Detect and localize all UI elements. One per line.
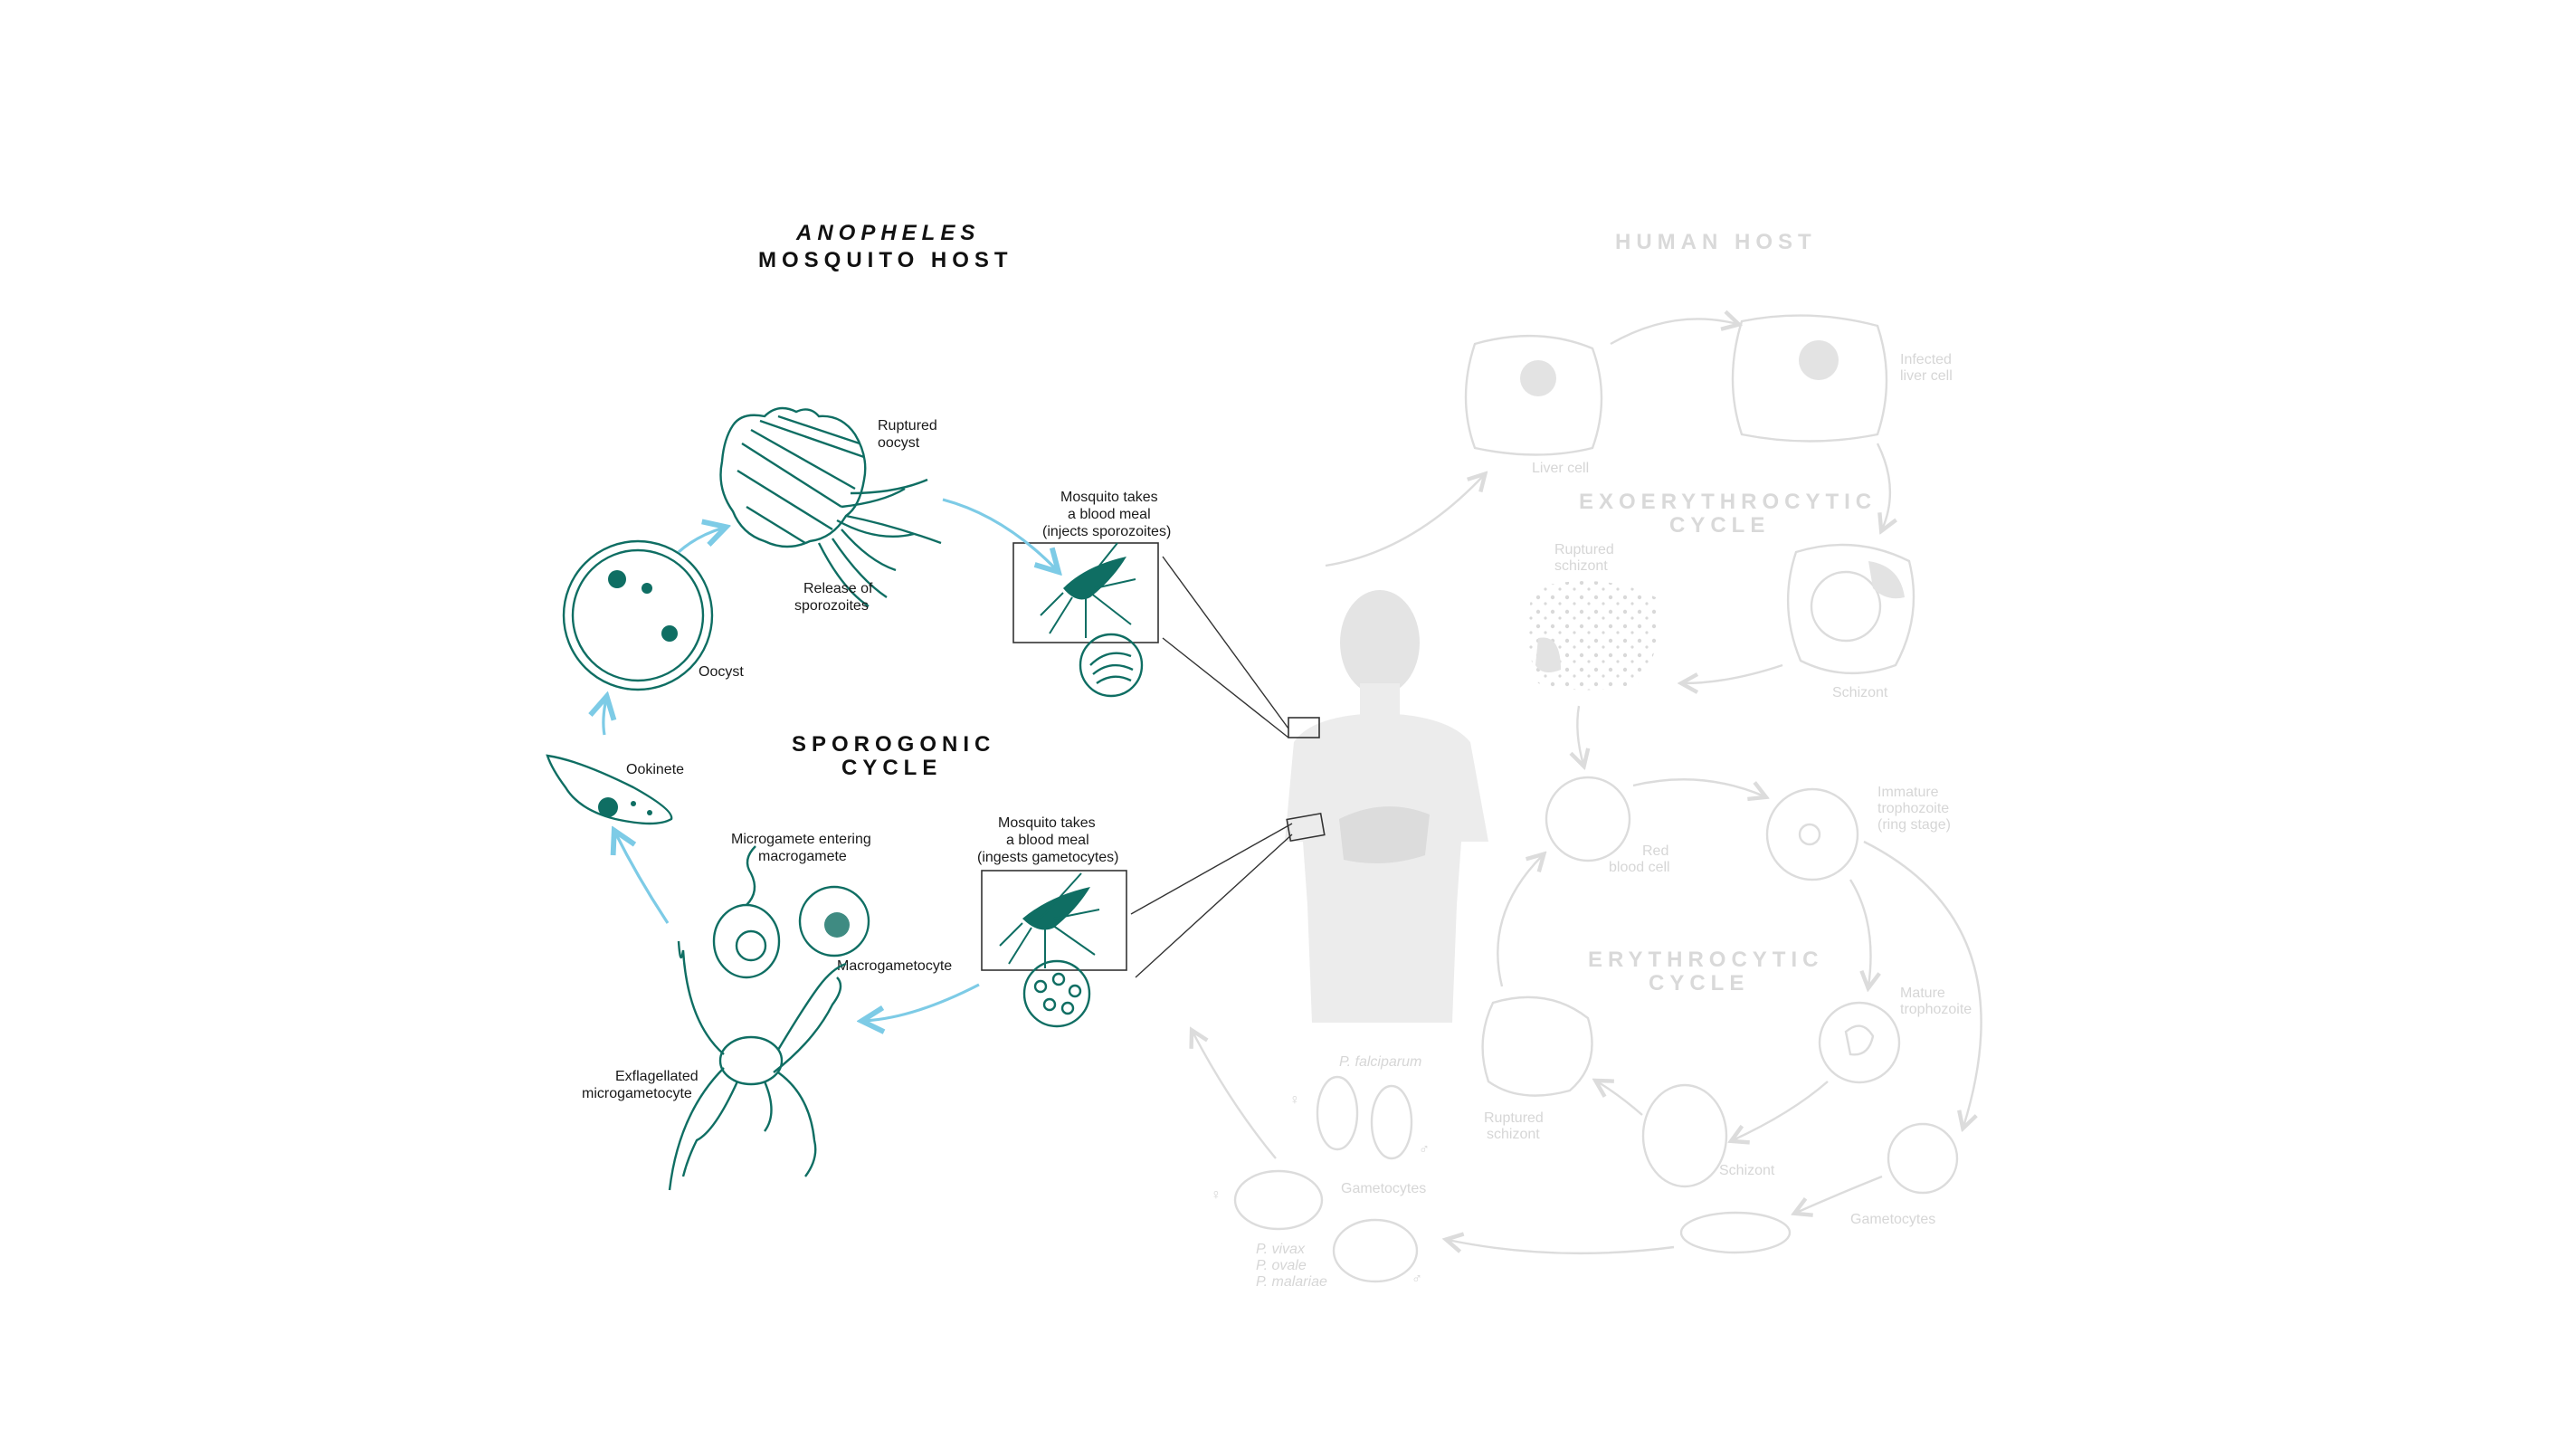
rbc-label-1: Red bbox=[1642, 843, 1668, 859]
liver-cell-label: Liver cell bbox=[1532, 461, 1589, 476]
sporogonic-title-2: CYCLE bbox=[841, 756, 942, 780]
ruptured-schizont-b-label-2: schizont bbox=[1487, 1127, 1540, 1142]
exoerythrocytic-title-2: CYCLE bbox=[1669, 513, 1770, 538]
mature-trophozoite bbox=[1818, 1001, 1901, 1084]
female-symbol-a: ♀ bbox=[1289, 1092, 1300, 1108]
male-symbol-a: ♂ bbox=[1419, 1142, 1430, 1157]
human-silhouette bbox=[1285, 590, 1488, 1023]
oocyst bbox=[562, 539, 714, 691]
immature-trophozoite bbox=[1765, 787, 1859, 881]
macrogametocyte-label: Macrogametocyte bbox=[837, 958, 952, 974]
infected-liver-cell bbox=[1731, 314, 1888, 443]
ruptured-oocyst-label-2: oocyst bbox=[878, 435, 920, 451]
ruptured-oocyst bbox=[719, 406, 942, 607]
schizont-label-b: Schizont bbox=[1719, 1163, 1775, 1178]
p-malariae-label: P. malariae bbox=[1256, 1274, 1327, 1290]
ruptured-schizont-a-label-2: schizont bbox=[1554, 558, 1608, 574]
liver-ruptured-schizont bbox=[1527, 581, 1659, 691]
liver-schizont bbox=[1786, 543, 1915, 675]
gametocyte-cell-right bbox=[1887, 1122, 1959, 1195]
mosquito-host-section: ANOPHELES MOSQUITO HOST SPOROGONIC CYCLE… bbox=[546, 221, 1171, 1191]
meal2-label-2: a blood meal bbox=[1006, 833, 1089, 848]
immature-label-2: trophozoite bbox=[1877, 801, 1949, 816]
meal1-label-1: Mosquito takes bbox=[1060, 490, 1158, 505]
ruptured-schizont-b-label-1: Ruptured bbox=[1484, 1110, 1544, 1126]
mosquito-injecting-icon bbox=[1040, 542, 1136, 638]
human-host-title: HUMAN HOST bbox=[1615, 230, 1817, 254]
release-label-2: sporozoites bbox=[794, 598, 869, 614]
immature-label-3: (ring stage) bbox=[1877, 817, 1951, 833]
exoerythrocytic-title-1: EXOERYTHROCYTIC bbox=[1579, 490, 1877, 514]
blood-schizont bbox=[1641, 1083, 1728, 1188]
male-symbol-b: ♂ bbox=[1412, 1272, 1422, 1287]
microgamete-label-1: Microgamete entering bbox=[731, 832, 871, 847]
p-vivax-label: P. vivax bbox=[1256, 1242, 1306, 1257]
schizont-label-a: Schizont bbox=[1832, 685, 1888, 700]
sporogonic-title-1: SPOROGONIC bbox=[792, 732, 995, 757]
immature-label-1: Immature bbox=[1877, 785, 1939, 800]
p-falciparum-label: P. falciparum bbox=[1339, 1054, 1421, 1070]
meal1-label-3: (injects sporozoites) bbox=[1042, 524, 1171, 539]
ruptured-schizont-a-label-1: Ruptured bbox=[1554, 542, 1614, 557]
microgamete-entering-macrogamete bbox=[712, 845, 870, 979]
red-blood-cell bbox=[1545, 776, 1631, 862]
ookinete bbox=[546, 754, 673, 825]
ookinete-label: Ookinete bbox=[626, 762, 684, 777]
gametocytes-label-a: Gametocytes bbox=[1850, 1212, 1935, 1227]
sporogonic-cycle-arrows bbox=[604, 498, 1057, 1021]
p-ovale-label: P. ovale bbox=[1256, 1258, 1307, 1273]
mature-label-2: trophozoite bbox=[1900, 1002, 1972, 1017]
falciparum-male bbox=[1370, 1084, 1413, 1160]
rbc-label-2: blood cell bbox=[1609, 860, 1670, 875]
falciparum-female bbox=[1316, 1075, 1359, 1151]
erythrocytic-title-2: CYCLE bbox=[1649, 971, 1749, 996]
oocyst-label: Oocyst bbox=[699, 664, 744, 680]
ruptured-oocyst-label-1: Ruptured bbox=[878, 418, 937, 433]
release-label-1: Release of bbox=[803, 581, 873, 596]
vivax-male bbox=[1332, 1218, 1419, 1283]
female-symbol-b: ♀ bbox=[1211, 1187, 1221, 1203]
blood-meal-inset-ingests bbox=[981, 870, 1127, 971]
infected-liver-cell-label-1: Infected bbox=[1900, 352, 1952, 367]
exflagellated-label-2: microgametocyte bbox=[582, 1086, 692, 1101]
microgamete-label-2: macrogamete bbox=[758, 849, 847, 864]
liver-cell bbox=[1464, 334, 1603, 456]
vivax-female bbox=[1233, 1169, 1324, 1231]
mature-label-1: Mature bbox=[1900, 986, 1945, 1001]
anopheles-title: ANOPHELES bbox=[795, 221, 980, 245]
blood-ruptured-schizont bbox=[1481, 996, 1593, 1097]
erythrocytic-title-1: ERYTHROCYTIC bbox=[1588, 948, 1823, 972]
mosquito-host-title: MOSQUITO HOST bbox=[758, 248, 1013, 272]
meal2-label-3: (ingests gametocytes) bbox=[977, 850, 1119, 865]
blood-meal-inset-injects bbox=[1012, 542, 1159, 643]
human-host-section: HUMAN HOST EXOERYTHROCYTIC CYCLE ERYTHRO… bbox=[1130, 230, 1982, 1290]
gametocytes-label-b: Gametocytes bbox=[1341, 1181, 1426, 1196]
gametocyte-detail-circle bbox=[1022, 959, 1091, 1028]
meal1-label-2: a blood meal bbox=[1068, 507, 1151, 522]
sporozoite-detail-circle bbox=[1079, 633, 1144, 698]
gametocyte-banana bbox=[1679, 1211, 1792, 1254]
exflagellated-label-1: Exflagellated bbox=[615, 1069, 699, 1084]
human-cycle-arrows bbox=[1193, 319, 1982, 1255]
meal2-label-1: Mosquito takes bbox=[998, 815, 1096, 831]
skin-inset-box-lower bbox=[1286, 812, 1326, 843]
infected-liver-cell-label-2: liver cell bbox=[1900, 368, 1953, 384]
exflagellated-microgametocyte bbox=[668, 940, 847, 1191]
mosquito-ingesting-icon bbox=[999, 872, 1100, 968]
